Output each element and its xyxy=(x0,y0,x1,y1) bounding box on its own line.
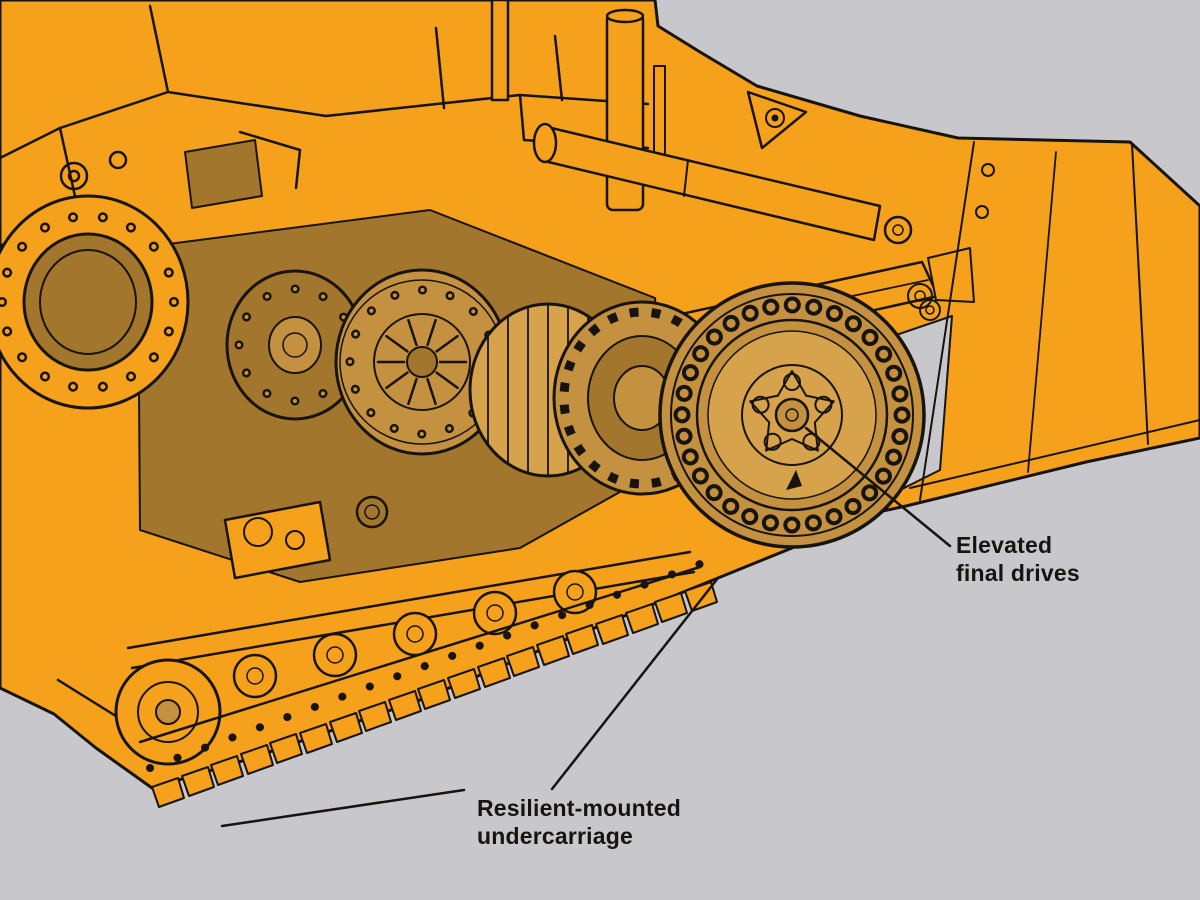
frame-cover-plate xyxy=(223,495,389,580)
bracket-pin xyxy=(771,114,779,122)
final-drive-exploded-parts xyxy=(0,194,926,549)
rops-post xyxy=(490,0,510,102)
sprocket-wheel xyxy=(658,281,926,549)
idler-wheel xyxy=(114,658,222,766)
blade-bolt xyxy=(975,205,989,219)
hub-arrow-mark xyxy=(786,470,802,490)
leader-line-undercarriage-left xyxy=(220,788,466,828)
track-rollers xyxy=(232,569,598,699)
planet-carrier xyxy=(225,269,365,421)
blade xyxy=(746,90,1200,501)
track-link-rail xyxy=(138,565,702,744)
blade-hinge-pin xyxy=(925,305,935,315)
ring-gear-housing xyxy=(0,194,190,410)
leader-line-undercarriage-right xyxy=(550,576,720,791)
blade-panel-lines xyxy=(909,141,1200,501)
leader-lines xyxy=(220,426,952,828)
lift-cylinder xyxy=(532,122,913,245)
spoked-hub xyxy=(334,268,510,456)
blade-hinge xyxy=(919,299,941,321)
bracket-pin-hole xyxy=(765,108,785,128)
blade-bolt xyxy=(981,163,995,177)
label-elevated-final-drives: Elevated final drives xyxy=(956,532,1080,587)
hub-star-plate xyxy=(749,370,835,452)
leader-line-final-drives xyxy=(804,426,952,548)
label-resilient-mounted-undercarriage: Resilient-mounted undercarriage xyxy=(477,795,682,850)
track-undercarriage xyxy=(56,495,718,808)
cab-shadow-patch xyxy=(184,139,263,209)
track-pins xyxy=(146,560,704,772)
